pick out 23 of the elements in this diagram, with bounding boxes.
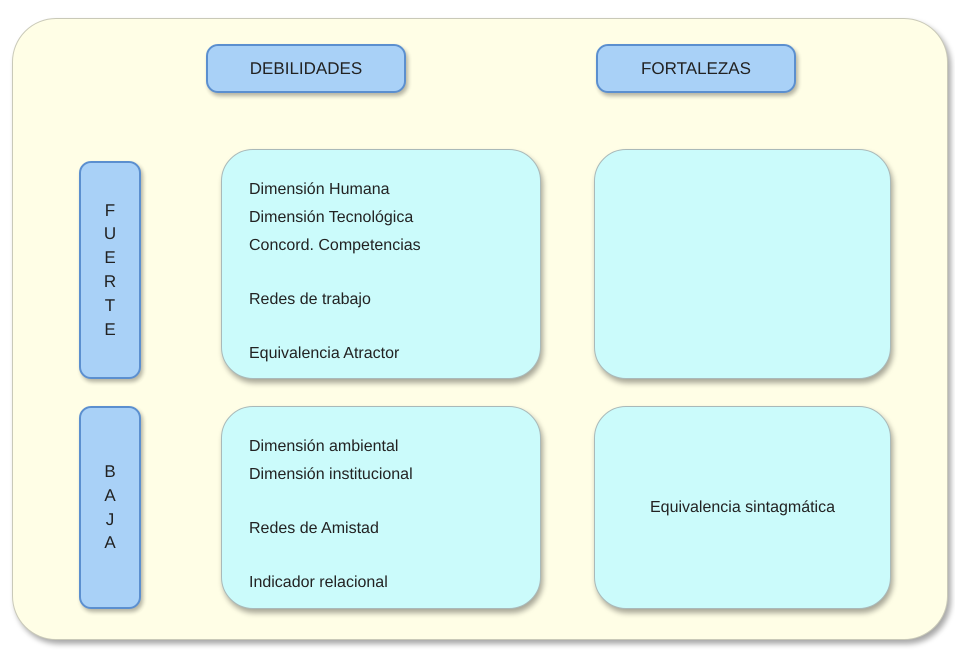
column-label: DEBILIDADES [250, 58, 362, 80]
cell-text: Dimensión Tecnológica [249, 208, 414, 228]
row-label: BAJA [103, 460, 117, 554]
cell-text: Redes de trabajo [249, 290, 372, 310]
panel-background [12, 18, 948, 640]
cell-text: Dimensión ambiental [249, 437, 400, 457]
matrix-cell [221, 406, 541, 609]
row-header [79, 161, 141, 379]
cell-text: Indicador relacional [249, 573, 389, 593]
cell-text: Concord. Competencias [249, 236, 421, 256]
column-header [206, 44, 406, 93]
column-header [596, 44, 796, 93]
cell-text: Redes de Amistad [249, 519, 380, 539]
row-label: FUERTE [102, 200, 118, 341]
cell-text: Equivalencia Atractor [249, 344, 400, 364]
row-header [79, 406, 141, 609]
cell-text: Equivalencia sintagmática [650, 498, 835, 518]
matrix-cell [594, 149, 891, 379]
column-label: FORTALEZAS [641, 58, 751, 80]
matrix-cell [221, 149, 541, 379]
matrix-cell [594, 406, 891, 609]
cell-text: Dimensión Humana [249, 180, 391, 200]
cell-text: Dimensión institucional [249, 465, 413, 485]
